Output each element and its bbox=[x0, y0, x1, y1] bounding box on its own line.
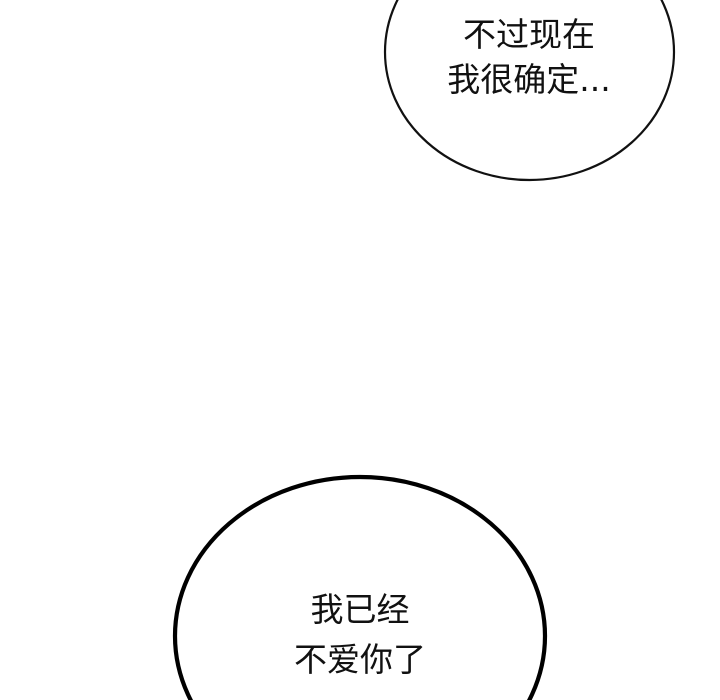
speech-bubble-top-right bbox=[383, 0, 676, 182]
speech-text-top-right: 不过现在 我很确定... bbox=[379, 18, 679, 96]
speech-line: 不爱你了 bbox=[294, 640, 426, 679]
speech-line: 我已经 bbox=[310, 590, 410, 629]
speech-line: 不过现在 bbox=[463, 15, 595, 54]
speech-bubble-bottom-center bbox=[172, 474, 548, 700]
speech-line: 我很确定... bbox=[447, 60, 611, 99]
speech-text-bottom-center: 我已经 不爱你了 bbox=[210, 593, 510, 676]
